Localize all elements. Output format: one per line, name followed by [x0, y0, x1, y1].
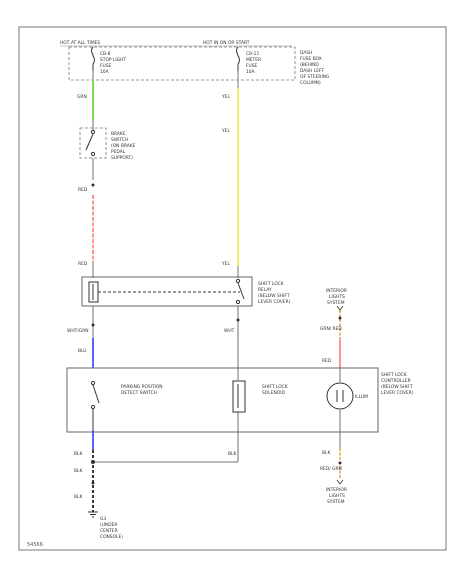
- ground-label-2: (UNDER: [100, 522, 117, 528]
- wire-label-blk-controller: BLK: [322, 450, 330, 456]
- connector-dot-7: [338, 461, 342, 465]
- connector-dot-5: [91, 481, 95, 485]
- wire-label-yel-relay: YEL: [221, 261, 230, 267]
- wire-label-wht: WHT: [224, 328, 235, 334]
- brake-switch-label-3: (ON BRAKE: [111, 143, 136, 149]
- diagram-frame: [18, 26, 447, 551]
- interior-top-label-1: INTERIOR: [326, 288, 347, 294]
- interior-top-label-2: LIGHTS: [329, 294, 345, 300]
- solenoid-body: [232, 380, 246, 413]
- fuse-box-location-3: (BEHIND: [300, 62, 319, 68]
- wire-label-whtgrn: WHT/GRN: [67, 328, 89, 334]
- controller-label-2: CONTROLLER: [381, 378, 411, 384]
- fuse-left-line-3: FUSE: [100, 63, 112, 69]
- controller-box: [66, 367, 379, 433]
- park-switch-label-1: PARKING POSITION: [121, 384, 163, 390]
- brake-switch: BRAKE SWITCH (ON BRAKE PEDAL SUPPORT): [79, 127, 136, 161]
- controller-label-3: (BELOW SHIFT: [381, 384, 413, 390]
- relay-label-2: RELAY: [258, 287, 272, 293]
- relay-label-1: SHIFT LOCK: [258, 281, 284, 287]
- brake-switch-label-1: BRAKE: [111, 131, 126, 137]
- brake-switch-contact-top: [90, 129, 96, 135]
- fuse-box-location-4: DASH LEFT: [300, 68, 324, 74]
- park-switch-blade: [92, 384, 100, 404]
- fuse-box-header-right: HOT IN ON OR START: [203, 40, 250, 46]
- diagram-id: 54566: [27, 542, 43, 548]
- controller-label-1: SHIFT LOCK: [381, 372, 407, 378]
- fuse-left-line-1: CB-8: [100, 51, 111, 57]
- fuse-box-location-1: DASH: [300, 50, 312, 56]
- connector-dot-2: [91, 323, 95, 327]
- ground-symbol: [88, 511, 98, 518]
- wire-label-blk-bottom-2: BLK: [74, 494, 82, 500]
- ground-label-4: CONSOLE): [100, 534, 123, 540]
- fuse-right-line-1: CB-11: [246, 51, 259, 57]
- wire-label-blk-left: BLK: [74, 451, 82, 457]
- connector-dot-6: [338, 316, 342, 320]
- connector-dot-4: [91, 460, 95, 464]
- fuse-box-header-left: HOT AT ALL TIMES: [60, 40, 100, 46]
- controller-label-4: LEVER COVER): [381, 390, 414, 396]
- fuse-box-location-2: FUSE BOX: [300, 56, 322, 62]
- brake-switch-blade: [85, 133, 94, 151]
- brake-switch-label-5: SUPPORT): [111, 155, 133, 161]
- relay-contact-top: [235, 278, 241, 284]
- fuse-box-location-5: OF STEERING: [300, 74, 330, 80]
- wire-label-grn: GRN: [77, 94, 87, 100]
- wire-label-yel-upper: YEL: [221, 94, 230, 100]
- fuse-right-line-4: 10A: [246, 69, 255, 75]
- wire-label-red-relay: RED: [78, 261, 88, 267]
- fuse-right-symbol: [236, 46, 240, 71]
- ground-g3: G3 (UNDER CENTER CONSOLE): [88, 511, 123, 540]
- wire-label-blk-bottom-1: BLK: [74, 468, 82, 474]
- relay-label-3: (BELOW SHIFT: [258, 293, 290, 299]
- fuse-left-line-4: 10A: [100, 69, 109, 75]
- park-switch-label-2: DETECT SWITCH: [121, 390, 157, 396]
- solenoid-label-1: SHIFT LOCK: [262, 384, 288, 390]
- interior-bottom-label-3: SYSTEM: [327, 499, 345, 505]
- interior-bottom-arrow: [336, 479, 344, 485]
- brake-switch-label-2: SWITCH: [111, 137, 128, 143]
- fuse-left-line-2: STOP LIGHT: [100, 57, 126, 63]
- park-switch-contact-top: [90, 380, 96, 386]
- wire-label-redgrn: RED/ GRN: [320, 466, 342, 472]
- fuse-right-line-3: FUSE: [246, 63, 258, 69]
- brake-switch-contact-bottom: [90, 151, 96, 157]
- wire-label-yel-mid: YEL: [221, 128, 230, 134]
- ground-label-3: CENTER: [100, 528, 118, 534]
- wire-label-blu: BLU: [78, 348, 86, 354]
- relay-contact-blade: [237, 282, 245, 300]
- relay-box: [81, 276, 253, 307]
- fuse-box-location-6: COLUMN): [300, 80, 321, 86]
- interior-top-label-3: SYSTEM: [327, 300, 345, 306]
- connector-dot-1: [91, 183, 95, 187]
- brake-switch-outline: [79, 127, 107, 159]
- illum-bulb: [326, 382, 354, 410]
- interior-bottom-label-1: INTERIOR: [326, 487, 347, 493]
- illum-filament: [336, 390, 344, 402]
- connector-dot-3: [236, 318, 240, 322]
- shift-lock-controller: PARKING POSITION DETECT SWITCH SHIFT LOC…: [66, 367, 414, 433]
- interior-bottom-label-2: LIGHTS: [329, 493, 345, 499]
- fuse-box-outline: [68, 46, 296, 81]
- fuse-left-symbol: [91, 46, 95, 71]
- wire-label-blk-solenoid: BLK: [228, 451, 236, 457]
- ground-label-1: G3: [100, 516, 106, 522]
- solenoid-label-2: SOLENOID: [262, 390, 285, 396]
- wire-label-grnred: GRN/ RED: [320, 326, 342, 332]
- wire-label-red-controller: RED: [322, 358, 332, 364]
- illum-label: ILLUM: [355, 394, 368, 400]
- brake-switch-label-4: PEDAL: [111, 149, 126, 155]
- relay-contact-bottom: [235, 299, 241, 305]
- park-switch-contact-bottom: [90, 404, 96, 410]
- interior-top-arrow: [336, 305, 344, 311]
- wire-label-red-upper: RED: [78, 187, 88, 193]
- relay-label-4: LEVER COVER): [258, 299, 291, 305]
- fuse-box: HOT AT ALL TIMES HOT IN ON OR START CB-8…: [60, 40, 330, 86]
- shift-lock-relay: SHIFT LOCK RELAY (BELOW SHIFT LEVER COVE…: [81, 276, 291, 307]
- fuse-right-line-2: METER: [246, 57, 261, 63]
